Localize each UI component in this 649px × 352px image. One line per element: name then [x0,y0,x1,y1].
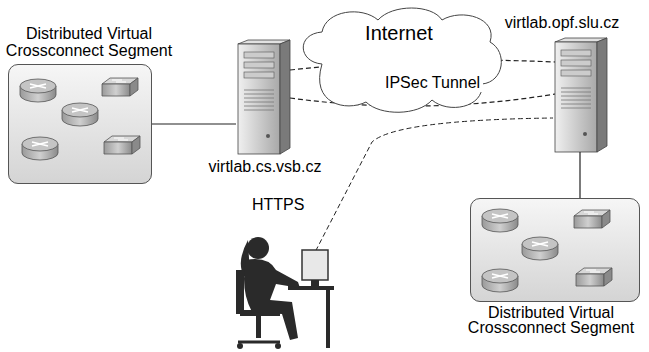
cloud-outline [292,4,506,116]
node-label: Distributed Virtual Crossconnect Segment [3,25,175,59]
internet-cloud: Internet [292,4,506,116]
server-icon: virtlab.opf.slu.cz [553,36,613,152]
link-line [152,123,236,124]
node-label: virtlab.opf.slu.cz [491,14,633,32]
link-line [579,152,580,198]
protocol-label: HTTPS [250,196,306,214]
server-icon: virtlab.cs.vsb.cz [236,38,294,156]
segment-box: Distributed Virtual Crossconnect Segment [8,64,152,184]
node-label: virtlab.cs.vsb.cz [185,158,345,176]
segment-box: Distributed Virtual Crossconnect Segment [470,198,640,302]
node-label: Internet [292,22,506,44]
edge-label: IPSec Tunnel [382,74,483,92]
node-label: Distributed Virtual Crossconnect Segment [456,305,646,335]
